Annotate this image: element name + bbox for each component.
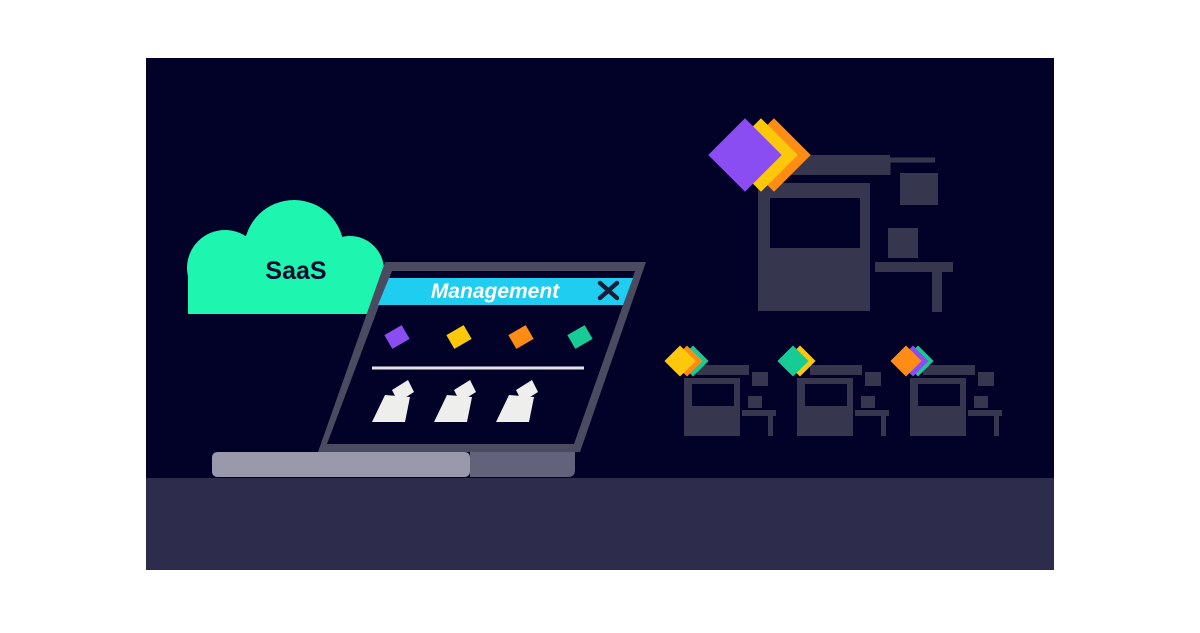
laptop-base [212,452,470,477]
machine-icon [758,155,953,312]
tile-orange[interactable] [508,325,534,349]
document-items [372,380,538,422]
cloud-icon [187,200,384,314]
machine-icon [910,365,1002,436]
cloud-label: SaaS [265,257,326,285]
machine-icon [684,365,776,436]
document-item[interactable] [372,380,414,422]
tile-row [384,325,593,349]
document-item[interactable] [434,380,476,422]
tile-yellow[interactable] [446,325,472,349]
tile-purple[interactable] [384,325,410,349]
diamond-stack-1 [664,345,709,377]
document-item[interactable] [496,380,538,422]
window-title-bar [378,278,633,305]
close-icon[interactable] [597,280,620,301]
tile-teal[interactable] [567,325,593,349]
big-diamond-stack [708,118,811,192]
floor [146,478,1054,570]
window-title: Management [431,280,560,303]
machine-icon [797,365,889,436]
